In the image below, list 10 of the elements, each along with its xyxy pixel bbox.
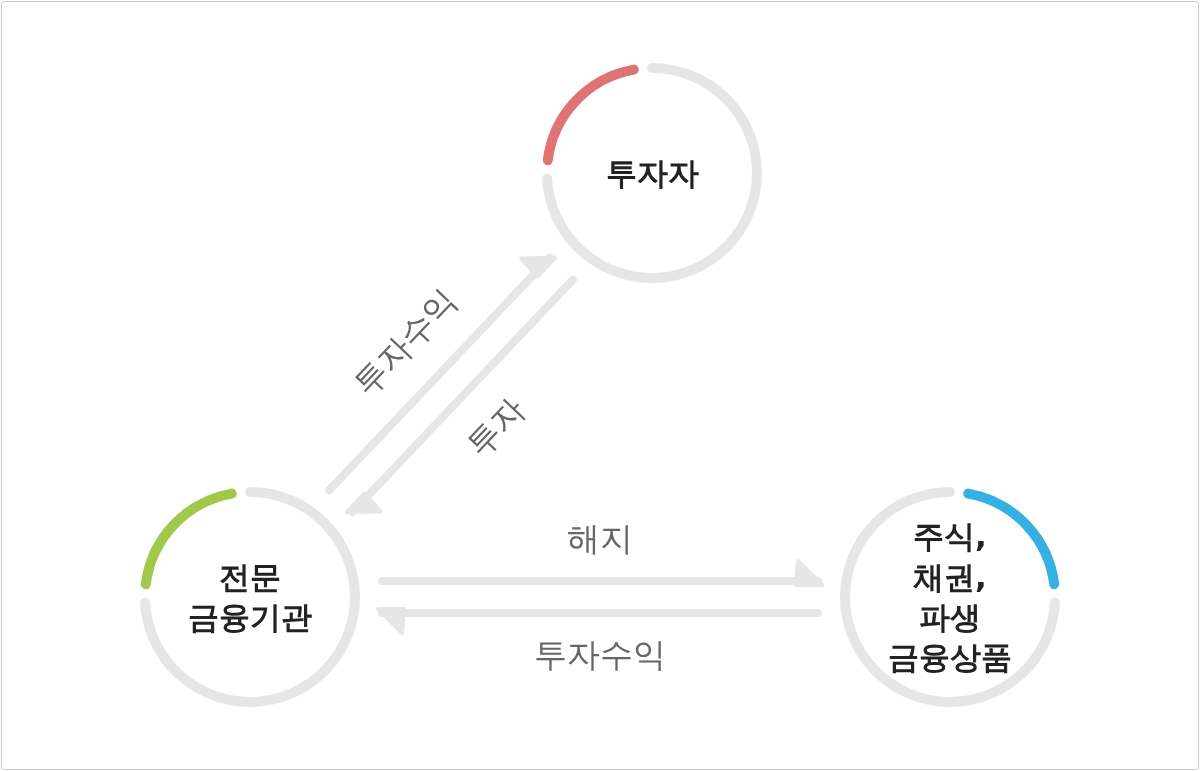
arrow [378,559,824,587]
arrow [325,253,558,495]
edge-label: 투자 [458,389,534,467]
edge-label: 투자수익 [534,633,666,676]
node-label: 전문 금융기관 [187,557,313,637]
node-label: 주식, 채권, 파생 금융상품 [887,517,1013,678]
edge-label: 해지 [567,517,633,560]
arrow [376,607,822,635]
node-label: 투자자 [605,153,699,193]
arrow [344,275,577,517]
